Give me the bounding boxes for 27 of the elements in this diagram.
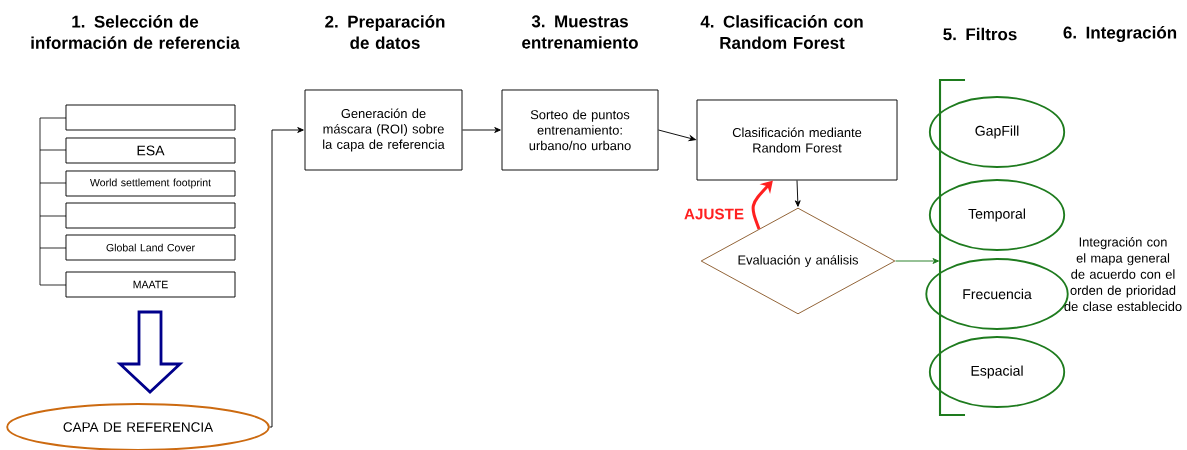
bracket — [938, 78, 965, 417]
note-text: Integración con el mapa general de acuerdo con el orden de prioridad de clase establecido — [1064, 237, 1182, 312]
process-box: MAATE — [65, 271, 236, 298]
ellipse-node: GapFill — [928, 96, 1066, 168]
column-heading: 2. Preparación de datos — [325, 15, 445, 49]
process-box: Generación de máscara (ROI) sobre la capa de referencia — [304, 89, 463, 171]
process-box: ESA — [65, 137, 236, 164]
arrow — [895, 258, 940, 264]
column-heading: 3. Muestras entrenamiento — [522, 15, 638, 49]
process-box: Sorteo de puntos entrenamiento: urbano/no urbano — [501, 89, 659, 171]
arrow — [269, 127, 304, 428]
column-heading: 4. Clasificación con Random Forest — [700, 15, 863, 49]
process-box — [65, 202, 236, 229]
arrow — [658, 129, 696, 142]
ellipse-node: Espacial — [928, 336, 1066, 408]
arrow — [794, 180, 801, 207]
process-box — [65, 104, 236, 131]
block-arrow — [116, 310, 184, 394]
arrow — [462, 127, 501, 133]
process-box: World settlement footprint — [65, 170, 236, 197]
process-box: Global Land Cover — [65, 234, 236, 261]
column-heading: 6. Integración — [1063, 25, 1177, 43]
curved-arrow — [751, 180, 773, 230]
column-heading: 1. Selección de información de referencia — [31, 15, 240, 49]
column-heading: 5. Filtros — [943, 27, 1017, 41]
ellipse-node: Temporal — [928, 179, 1066, 251]
process-box: Clasificación mediante Random Forest — [696, 99, 898, 181]
